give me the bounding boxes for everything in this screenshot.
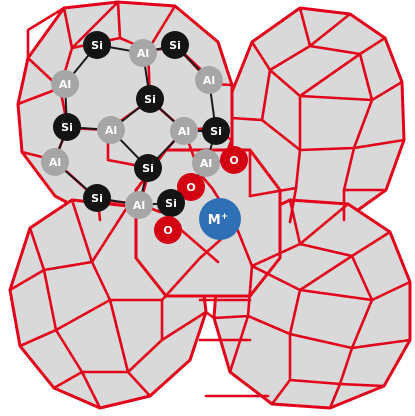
oxygen-atom-label: O: [186, 181, 195, 194]
aluminium-atom-label: Al: [203, 74, 215, 87]
aluminium-atom: Al: [129, 39, 157, 67]
silicon-atom: Si: [53, 113, 81, 141]
silicon-atom: Si: [134, 154, 162, 182]
silicon-atom-label: Si: [169, 39, 181, 52]
aluminium-atom-label: Al: [137, 47, 149, 60]
aluminium-atom: Al: [170, 117, 198, 145]
aluminium-atom: Al: [41, 148, 69, 176]
aluminium-atom-label: Al: [133, 199, 145, 212]
aluminium-atom-label: Al: [105, 124, 117, 137]
aluminium-atom: Al: [125, 191, 153, 219]
aluminium-atom: Al: [195, 66, 223, 94]
aluminium-atom-label: Al: [178, 125, 190, 138]
silicon-atom-label: Si: [61, 121, 73, 134]
oxygen-atom: O: [154, 216, 182, 244]
silicon-atom-label: Si: [210, 125, 222, 138]
silicon-atom-label: Si: [91, 39, 103, 52]
silicon-atom: Si: [161, 31, 189, 59]
aluminium-atom-label: Al: [49, 156, 61, 169]
aluminium-atom-label: Al: [59, 78, 71, 91]
silicon-atom: Si: [157, 189, 185, 217]
aluminium-atom: Al: [97, 116, 125, 144]
silicon-atom-label: Si: [144, 93, 156, 106]
silicon-atom: Si: [83, 184, 111, 212]
aluminium-atom: Al: [192, 149, 220, 177]
silicon-atom: Si: [83, 31, 111, 59]
silicon-atom-label: Si: [91, 192, 103, 205]
aluminium-atom-label: Al: [200, 157, 212, 170]
aluminium-atom: Al: [51, 70, 79, 98]
silicon-atom: Si: [136, 85, 164, 113]
silicon-atom-label: Si: [165, 197, 177, 210]
silicon-atom-label: Si: [142, 162, 154, 175]
oxygen-atom: O: [220, 146, 248, 174]
silicon-atom: Si: [202, 117, 230, 145]
oxygen-atom-label: O: [229, 154, 238, 167]
cation: M+: [199, 198, 241, 240]
oxygen-atom-label: O: [163, 224, 172, 237]
